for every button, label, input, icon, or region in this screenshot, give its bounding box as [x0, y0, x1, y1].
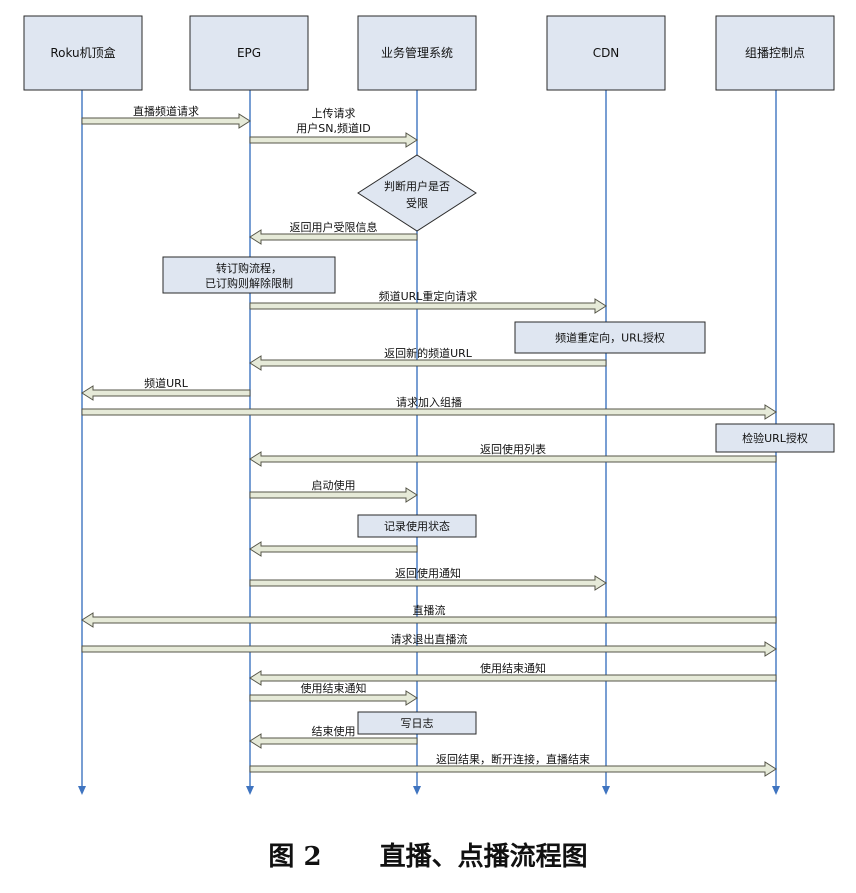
note-box-redirect	[514, 321, 706, 354]
message-arrow-5	[249, 355, 607, 371]
message-arrow-2	[249, 132, 418, 148]
note-box-verify	[715, 423, 835, 453]
message-arrow-17	[249, 761, 777, 777]
lifeline-end-bms	[413, 786, 421, 795]
message-arrow-13	[81, 641, 777, 657]
participant-label-mcp: 组播控制点	[745, 46, 805, 60]
message-arrow-15	[249, 690, 418, 706]
message-label-17: 返回结果，断开连接，直播结束	[436, 752, 590, 766]
participant-label-cdn: CDN	[593, 46, 620, 60]
note-label-log: 写日志	[401, 717, 434, 730]
message-label-3: 返回用户受限信息	[290, 220, 378, 234]
figure-number: 图 2	[268, 842, 322, 872]
message-arrow-9	[249, 487, 418, 503]
participant-box-roku	[23, 15, 143, 91]
decision-label-line2: 受限	[406, 197, 428, 210]
message-label-5: 返回新的频道URL	[384, 346, 473, 360]
message-label-2-line2: 用户SN,频道ID	[296, 121, 370, 135]
message-arrow-4	[249, 298, 607, 314]
note-box-record	[357, 514, 477, 538]
figure-caption: 图 2 直播、点播流程图	[0, 836, 856, 873]
lifeline-end-mcp	[772, 786, 780, 795]
lifeline-end-epg	[246, 786, 254, 795]
message-arrow-6	[81, 385, 251, 401]
message-label-15: 使用结束通知	[301, 681, 367, 695]
message-arrow-3	[249, 229, 418, 245]
message-label-6: 频道URL	[144, 376, 189, 390]
message-arrow-14	[249, 670, 777, 686]
note-box-subscribe	[162, 256, 336, 294]
message-label-9: 启动使用	[312, 479, 356, 492]
lifeline-end-cdn	[602, 786, 610, 795]
participant-label-epg: EPG	[237, 46, 261, 60]
participant-label-roku: Roku机顶盒	[50, 45, 115, 60]
message-label-14: 使用结束通知	[480, 661, 546, 675]
message-label-1: 直播频道请求	[133, 104, 199, 118]
message-label-4: 频道URL重定向请求	[379, 289, 478, 303]
decision-diamond	[357, 154, 477, 232]
note-label-verify: 检验URL授权	[742, 431, 808, 445]
lifeline-end-roku	[78, 786, 86, 795]
note-box-log	[357, 711, 477, 735]
message-label-16: 结束使用	[312, 725, 356, 738]
message-label-2: 上传请求	[312, 107, 356, 120]
participant-box-cdn	[546, 15, 666, 91]
note-label-record: 记录使用状态	[384, 519, 450, 533]
note-label-subscribe-line2: 已订购则解除限制	[205, 276, 293, 290]
participant-box-bms	[357, 15, 477, 91]
note-label-subscribe: 转订购流程，	[216, 261, 282, 275]
message-label-11: 返回使用通知	[395, 566, 461, 580]
message-label-8: 返回使用列表	[480, 442, 546, 456]
figure-title: 直播、点播流程图	[379, 842, 588, 872]
message-label-12: 直播流	[413, 603, 446, 617]
message-arrow-7	[81, 404, 777, 420]
message-arrow-11	[249, 575, 607, 591]
message-arrow-12	[81, 612, 777, 628]
participant-box-mcp	[715, 15, 835, 91]
message-arrow-10	[249, 541, 418, 557]
message-arrow-16	[249, 733, 418, 749]
message-arrow-1	[81, 113, 251, 129]
message-label-7: 请求加入组播	[396, 395, 462, 409]
message-label-13: 请求退出直播流	[391, 632, 468, 646]
participant-box-epg	[189, 15, 309, 91]
note-label-redirect: 频道重定向，URL授权	[555, 331, 665, 345]
decision-label: 判断用户是否	[384, 179, 450, 193]
participant-label-bms: 业务管理系统	[381, 45, 453, 60]
message-arrow-8	[249, 451, 777, 467]
